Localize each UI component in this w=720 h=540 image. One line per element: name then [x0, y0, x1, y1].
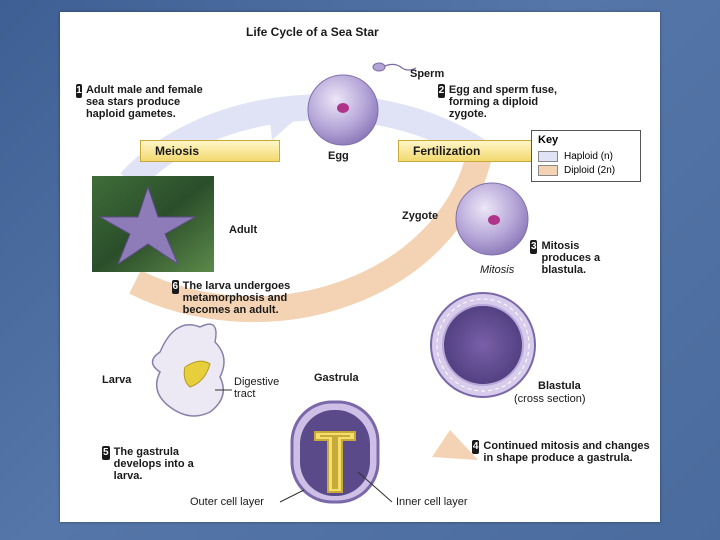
step-1-text: Adult male and female sea stars produce … — [85, 84, 203, 120]
meiosis-banner: Meiosis — [140, 140, 280, 162]
slide: Life Cycle of a Sea Star Sperm Egg Zygot… — [60, 12, 660, 522]
step-5-number: 5 — [102, 446, 110, 460]
step-2: 2 Egg and sperm fuse, forming a diploid … — [438, 84, 568, 120]
step-2-number: 2 — [438, 84, 445, 98]
blastula-inner — [442, 304, 524, 386]
step-1: 1 Adult male and female sea stars produc… — [76, 84, 216, 120]
adult-sea-star-photo — [92, 176, 214, 272]
blastula-subtitle: (cross section) — [514, 393, 586, 405]
haploid-arrow-head — [268, 100, 306, 140]
step-3: 3 Mitosis produces a blastula. — [530, 240, 620, 276]
larva — [151, 323, 225, 417]
mitosis-label: Mitosis — [480, 264, 515, 276]
diploid-arrow-head — [432, 430, 478, 460]
step-3-number: 3 — [530, 240, 538, 254]
key-title: Key — [538, 134, 559, 146]
step-6-text: The larva undergoes metamorphosis and be… — [182, 280, 291, 316]
diploid-swatch — [538, 165, 558, 176]
step-4-text: Continued mitosis and changes in shape p… — [483, 440, 650, 464]
inner-cell-layer-label: Inner cell layer — [396, 496, 468, 508]
key-haploid-label: Haploid (n) — [564, 151, 613, 162]
step-2-text: Egg and sperm fuse, forming a diploid zy… — [448, 84, 558, 120]
zygote-nucleus — [488, 215, 500, 225]
larva-label: Larva — [102, 374, 132, 386]
step-4: 4 Continued mitosis and changes in shape… — [472, 440, 652, 464]
blastula-label: Blastula — [538, 380, 581, 392]
gastrula-label: Gastrula — [314, 372, 359, 384]
inner-cell-layer-pointer — [357, 471, 393, 503]
key-row-haploid: Haploid (n) — [538, 151, 613, 162]
step-6-number: 6 — [172, 280, 179, 294]
step-4-number: 4 — [472, 440, 480, 454]
life-cycle-diagram — [92, 62, 536, 504]
legend-key: Key Haploid (n) Diploid (2n) — [531, 130, 641, 182]
outer-cell-layer-label: Outer cell layer — [190, 496, 264, 508]
zygote-label: Zygote — [402, 210, 439, 222]
key-row-diploid: Diploid (2n) — [538, 165, 615, 176]
blastula-cell-ring — [436, 298, 530, 392]
fertilization-banner: Fertilization — [398, 140, 534, 162]
sperm-head — [372, 62, 386, 72]
egg-label: Egg — [328, 150, 349, 162]
gastrula — [290, 400, 380, 504]
step-5: 5 The gastrula develops into a larva. — [102, 446, 212, 482]
adult-label: Adult — [229, 224, 258, 236]
egg-nucleus — [337, 103, 349, 113]
haploid-swatch — [538, 151, 558, 162]
key-diploid-label: Diploid (2n) — [564, 165, 616, 176]
step-3-text: Mitosis produces a blastula. — [541, 240, 601, 276]
step-6: 6 The larva undergoes metamorphosis and … — [172, 280, 332, 316]
diagram-title: Life Cycle of a Sea Star — [246, 25, 379, 39]
step-5-text: The gastrula develops into a larva. — [113, 446, 194, 482]
outer-cell-layer-pointer — [279, 489, 305, 503]
step-1-number: 1 — [76, 84, 82, 98]
sperm-label: Sperm — [410, 68, 445, 80]
sperm-tail — [384, 63, 417, 71]
digestive-tract-label: Digestive tract — [234, 376, 280, 400]
